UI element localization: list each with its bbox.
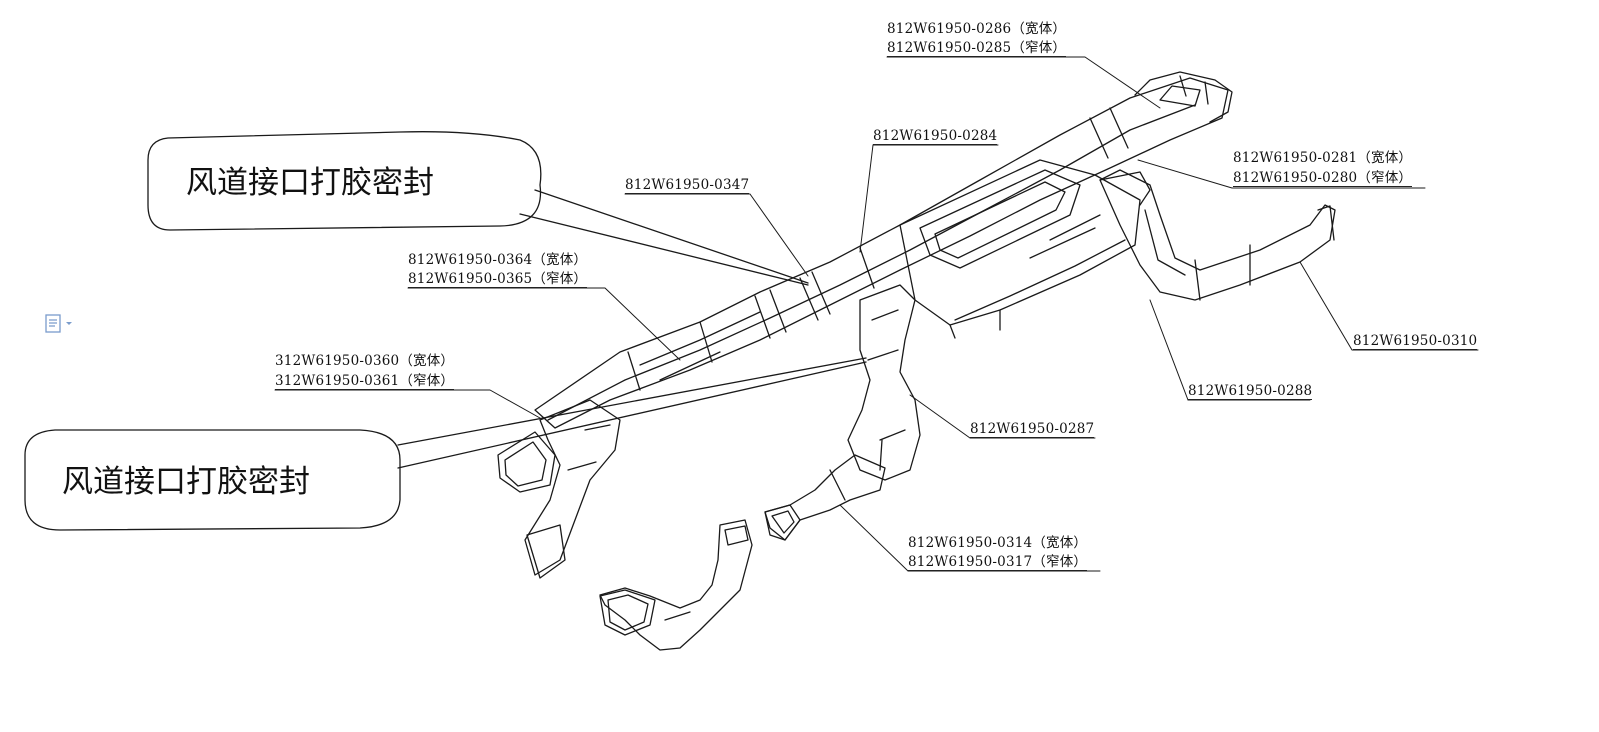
- label-0284: 812W61950-0284: [873, 128, 998, 145]
- label-0317: 812W61950-0317（窄体）: [908, 554, 1088, 571]
- label-0285: 812W61950-0285（窄体）: [887, 40, 1067, 57]
- label-0287: 812W61950-0287: [970, 421, 1095, 438]
- main-duct: [534, 77, 1229, 429]
- lower-left-duct: [599, 519, 753, 651]
- right-floor-duct: [1099, 169, 1336, 301]
- document-dropdown-icon: [45, 314, 72, 333]
- label-0281: 812W61950-0281（宽体）: [1233, 150, 1413, 166]
- label-0365: 812W61950-0365（窄体）: [408, 271, 588, 288]
- lower-center-outlet: [764, 454, 886, 541]
- label-0347: 812W61950-0347: [625, 177, 750, 194]
- callout-upper-text: 风道接口打胶密封: [186, 165, 434, 201]
- label-0361: 312W61950-0361（窄体）: [275, 373, 455, 390]
- label-0364: 812W61950-0364（宽体）: [408, 252, 588, 268]
- label-0288: 812W61950-0288: [1188, 383, 1313, 400]
- callout-bubbles: [24, 131, 867, 531]
- label-0280: 812W61950-0280（窄体）: [1233, 170, 1413, 187]
- left-end-outlets: [497, 399, 621, 579]
- center-down-duct: [847, 284, 921, 481]
- callout-lower-text: 风道接口打胶密封: [62, 464, 310, 500]
- right-end-outlet: [1134, 71, 1233, 123]
- label-0360: 312W61950-0360（宽体）: [275, 353, 455, 369]
- label-0310: 812W61950-0310: [1353, 333, 1478, 350]
- leader-lines: [274, 56, 1479, 572]
- label-0314: 812W61950-0314（宽体）: [908, 535, 1088, 551]
- label-0286: 812W61950-0286（宽体）: [887, 21, 1067, 37]
- hvac-box: [899, 159, 1151, 339]
